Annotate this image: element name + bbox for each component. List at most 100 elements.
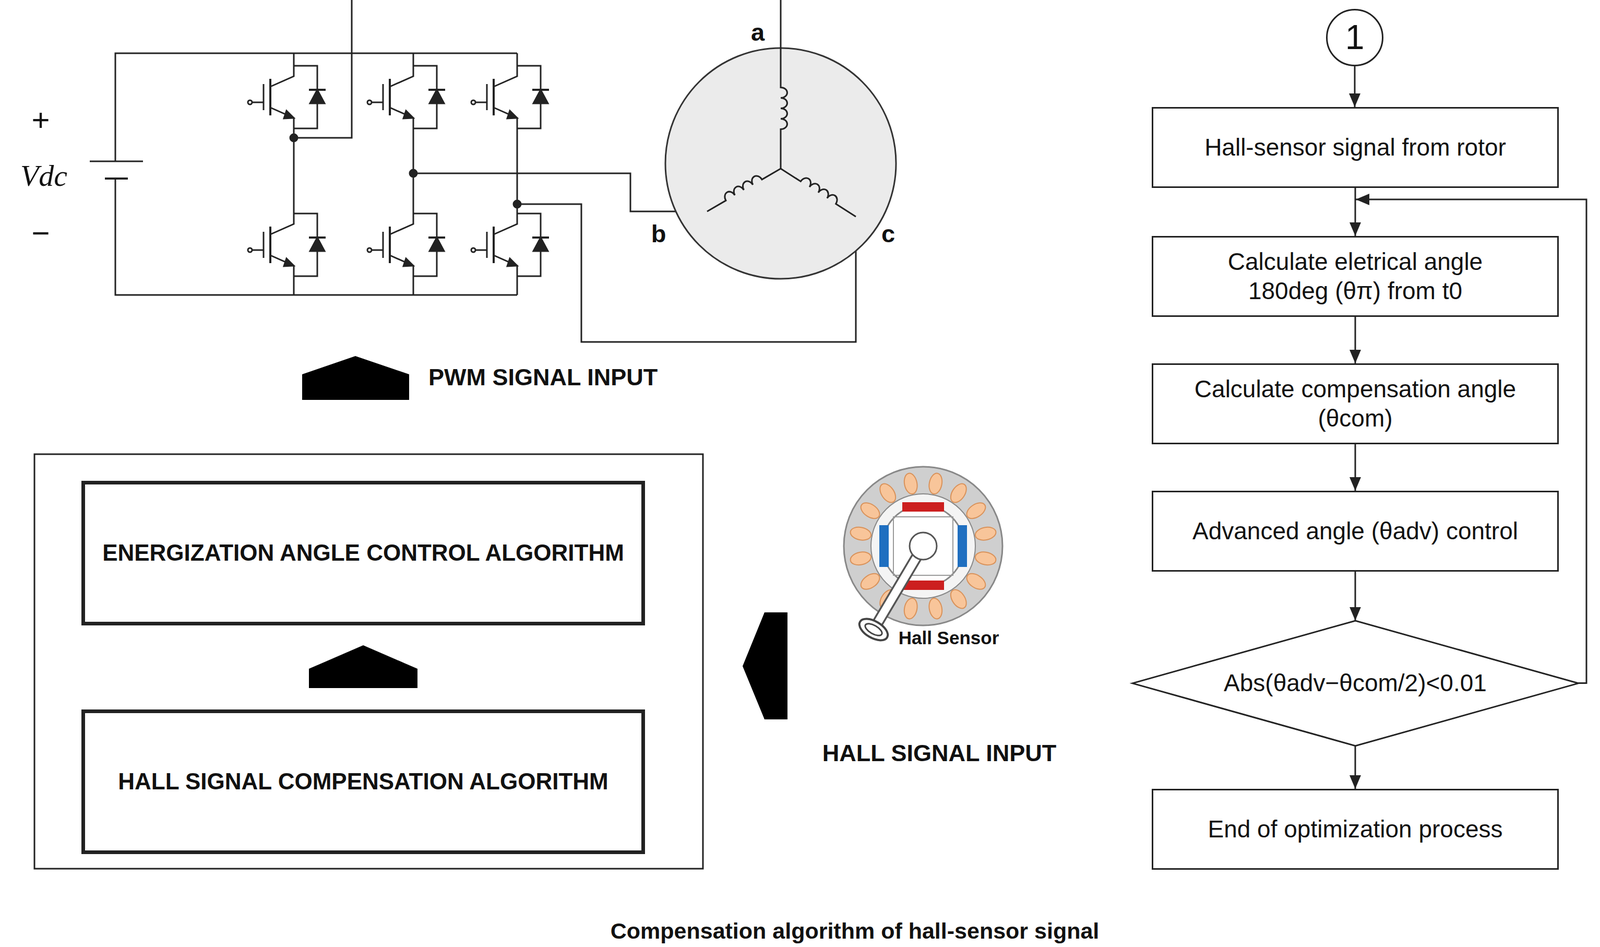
process-box: Calculate compensation angle (θcom) bbox=[1151, 363, 1559, 445]
igbt-symbol bbox=[270, 107, 294, 129]
stator-tooth bbox=[849, 550, 873, 567]
stator-tooth bbox=[963, 499, 989, 522]
phase-a-lead bbox=[780, 0, 782, 49]
igbt-symbol bbox=[493, 213, 518, 235]
node-text: Abs(θadv−θcom/2)<0.01 bbox=[1223, 668, 1487, 698]
leg-wire bbox=[516, 53, 519, 295]
flow-arrow bbox=[1354, 316, 1357, 364]
magnet-red bbox=[902, 502, 945, 512]
algorithm-box: HALL SIGNAL COMPENSATION ALGORITHM bbox=[81, 709, 646, 854]
igbt-symbol bbox=[252, 231, 264, 258]
motor bbox=[665, 0, 897, 279]
igbt-symbol bbox=[492, 78, 495, 116]
igbt-symbol bbox=[367, 213, 446, 277]
stator-tooth bbox=[927, 471, 944, 495]
igbt-symbol bbox=[533, 237, 548, 252]
battery-plate-short bbox=[104, 177, 128, 180]
connector-circle: 1 bbox=[1326, 8, 1384, 67]
igbt-symbol bbox=[471, 65, 549, 129]
node-text: 1 bbox=[1345, 16, 1365, 58]
igbt-symbol bbox=[493, 107, 518, 129]
igbt-symbol bbox=[270, 255, 294, 277]
igbt-symbol bbox=[471, 100, 476, 105]
stator-tooth bbox=[876, 480, 899, 506]
flow-arrow bbox=[1354, 187, 1357, 236]
igbt-symbol bbox=[507, 110, 518, 119]
stator-tooth bbox=[974, 550, 998, 567]
rotor-ring bbox=[882, 505, 964, 587]
igbt-symbol bbox=[247, 213, 326, 277]
phase-a-wire bbox=[293, 0, 352, 138]
stator-teeth bbox=[849, 471, 997, 620]
leg-wire bbox=[293, 53, 295, 295]
magnet-blue bbox=[957, 524, 967, 567]
probe-head bbox=[855, 614, 892, 645]
battery-plate-long bbox=[89, 160, 143, 163]
rotor-core bbox=[893, 516, 953, 576]
stator-tooth bbox=[974, 525, 998, 542]
algorithm-box: ENERGIZATION ANGLE CONTROL ALGORITHM bbox=[81, 480, 646, 626]
process-box: Calculate eletrical angle 180deg (θπ) fr… bbox=[1151, 235, 1559, 317]
igbt-symbol bbox=[283, 258, 294, 267]
igbt-symbol bbox=[429, 89, 445, 104]
stator-bore bbox=[870, 493, 976, 599]
flow-arrow bbox=[1354, 444, 1357, 491]
igbt-symbol bbox=[389, 255, 414, 277]
igbt-symbol bbox=[308, 236, 326, 239]
node-text: Advanced angle (θadv) control bbox=[1192, 516, 1519, 546]
flow-arrow bbox=[1354, 571, 1357, 621]
process-box: Hall-sensor signal from rotor bbox=[1151, 106, 1559, 188]
node-text: End of optimization process bbox=[1207, 814, 1503, 844]
signal-label: PWM SIGNAL INPUT bbox=[428, 363, 658, 391]
hall-arrow-shape bbox=[742, 612, 788, 720]
igbt-symbol bbox=[269, 226, 272, 264]
winding-coil bbox=[780, 162, 860, 217]
probe-head-face bbox=[863, 621, 884, 638]
igbt-symbol bbox=[493, 65, 518, 87]
stator-tooth bbox=[947, 480, 970, 506]
flow-arrow bbox=[1354, 66, 1356, 107]
shaft bbox=[909, 532, 937, 560]
stator-tooth bbox=[857, 499, 883, 522]
igbt-symbol bbox=[471, 247, 476, 253]
igbt-symbol bbox=[492, 226, 495, 264]
figure-caption: Compensation algorithm of hall-sensor si… bbox=[610, 917, 1100, 944]
stator-tooth bbox=[902, 596, 919, 620]
node-text: ENERGIZATION ANGLE CONTROL ALGORITHM bbox=[102, 539, 625, 567]
stator-tooth bbox=[927, 596, 944, 620]
igbt-symbol bbox=[532, 236, 549, 239]
controller-housing bbox=[34, 454, 703, 869]
node-text: HALL SIGNAL COMPENSATION ALGORITHM bbox=[117, 767, 608, 796]
igbt-symbol bbox=[389, 213, 414, 235]
stator-tooth bbox=[857, 570, 883, 593]
igbt-symbol bbox=[428, 236, 446, 239]
stator-ring bbox=[843, 466, 1003, 626]
stator-tooth bbox=[902, 471, 919, 495]
hall-sensor-motor bbox=[843, 466, 1003, 645]
phase-label: a bbox=[750, 18, 765, 47]
magnet-blue bbox=[879, 524, 889, 567]
igbt-symbol bbox=[252, 84, 264, 111]
polarity-sign: − bbox=[31, 215, 50, 252]
stator-tooth bbox=[947, 586, 970, 612]
junction-dot bbox=[513, 200, 521, 208]
igbt-symbol bbox=[429, 237, 445, 252]
igbt-symbol bbox=[309, 89, 325, 104]
process-box: End of optimization process bbox=[1151, 788, 1559, 870]
block-arrow bbox=[308, 645, 418, 688]
igbt-symbol bbox=[533, 89, 548, 104]
igbt-symbol bbox=[270, 213, 294, 235]
part-label: Hall Sensor bbox=[898, 627, 1000, 649]
igbt-symbol bbox=[389, 65, 414, 87]
phase-label: c bbox=[881, 219, 895, 248]
pwm-arrow-shape bbox=[302, 355, 410, 400]
igbt-symbol bbox=[389, 107, 414, 129]
igbt-symbol bbox=[367, 65, 446, 129]
igbt-symbol bbox=[403, 110, 414, 119]
igbt-symbol bbox=[283, 110, 294, 119]
stator-tooth bbox=[849, 525, 873, 542]
process-box: Advanced angle (θadv) control bbox=[1151, 490, 1559, 572]
igbt-symbol bbox=[247, 100, 253, 105]
decision-diamond: Abs(θadv−θcom/2)<0.01 bbox=[1132, 620, 1579, 746]
